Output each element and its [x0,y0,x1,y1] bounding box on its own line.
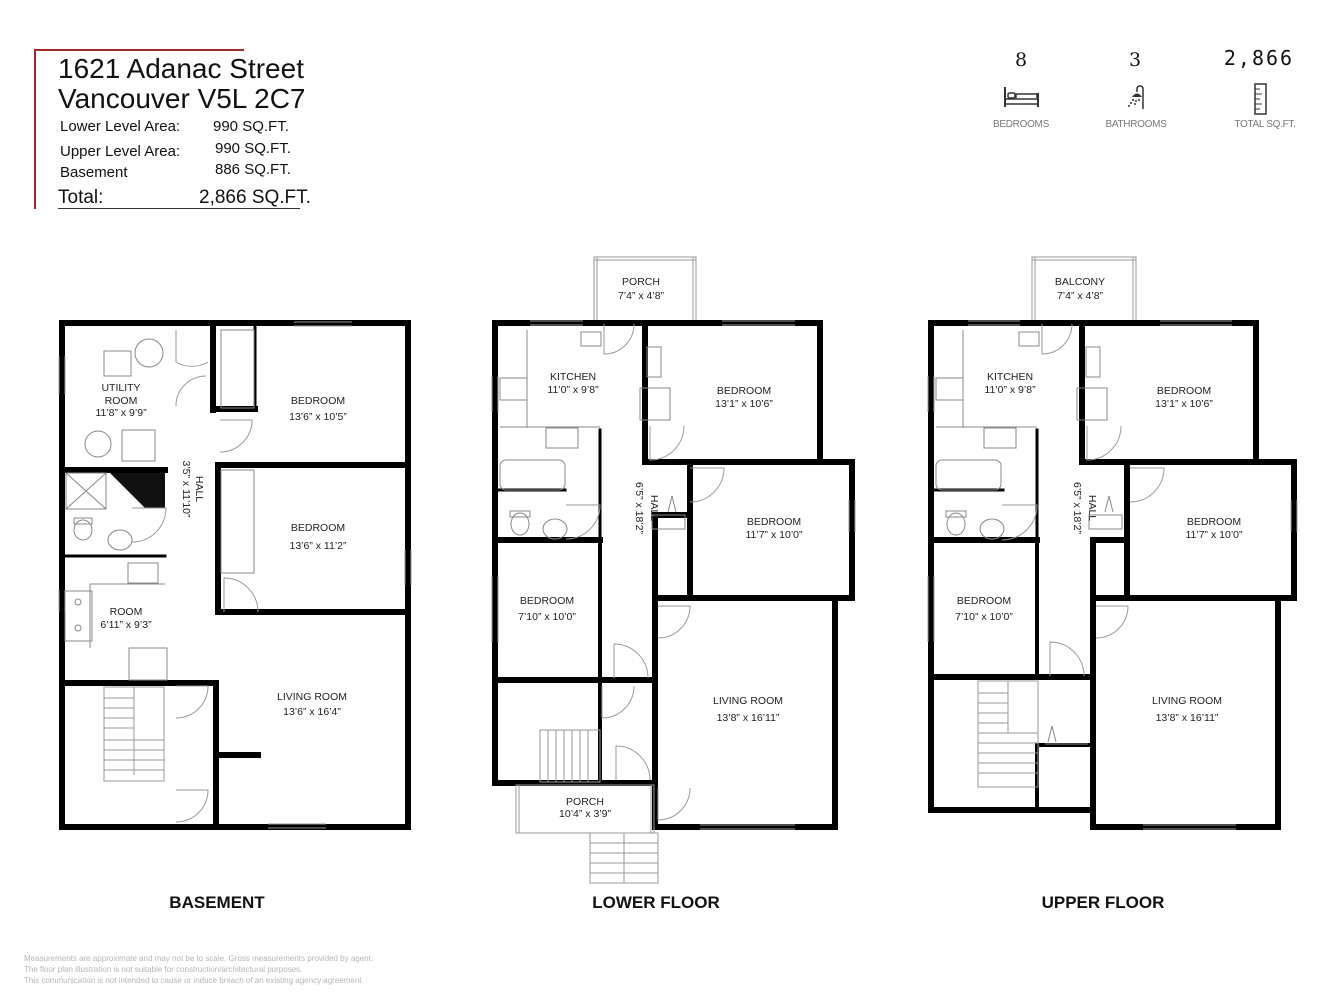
accent-bar-horizontal [34,49,244,51]
area-label-upper: Upper Level Area: [60,143,181,160]
upper-floor-title: UPPER FLOOR [1041,893,1165,912]
area-label-basement: Basement [60,164,128,181]
upper-doors [1001,323,1165,677]
ruler-icon [1254,83,1267,115]
utility-tank [134,338,164,368]
upper-balcony [1031,256,1137,323]
shower-stall [65,472,107,510]
basement-walls [59,320,411,830]
basement-title: BASEMENT [169,893,265,912]
lower-windows [491,320,856,830]
basement-windows [58,321,412,829]
lower-doors [565,323,725,821]
area-value-upper: 990 SQ.FT. [215,140,291,157]
address-line-2: Vancouver V5L 2C7 [58,83,306,114]
bedrooms-count: 8 [1014,49,1028,71]
upper-bathtub [935,459,1002,491]
total-underline [58,208,300,209]
total-sqft-label: TOTAL SQ.FT. [1234,119,1296,130]
lower-floor-title: LOWER FLOOR [592,893,720,912]
basement-stairs [103,686,165,782]
bed-icon [1004,87,1039,107]
lower-stairs [539,729,601,783]
bathrooms-label: BATHROOMS [1105,119,1167,130]
upper-stairs [977,680,1039,788]
shower-icon [1128,85,1144,109]
accent-bar-vertical [34,49,36,209]
lower-bathtub [499,459,566,491]
basement-stove [127,562,159,584]
lower-porch-top [593,256,697,323]
lower-porch-bottom [515,784,659,884]
area-label-lower: Lower Level Area: [60,118,181,135]
upper-walls [928,320,1297,830]
water-heater [103,350,132,377]
area-value-lower: 990 SQ.FT. [213,118,289,135]
disclaimer-line-3: This communication is not intended to ca… [24,976,362,985]
total-label: Total: [58,187,104,208]
upper-windows [927,320,1298,830]
area-value-basement: 886 SQ.FT. [215,161,291,178]
basement-sink [107,529,133,551]
disclaimer-line-1: Measurements are approximate and may not… [24,954,374,963]
total-sqft-count: 2,866 [1223,46,1295,70]
bathrooms-count: 3 [1128,49,1142,71]
disclaimer-line-2: The floor plan illustration is not suita… [24,965,303,974]
chimney-block [110,473,165,508]
total-value: 2,866 SQ.FT. [199,187,311,208]
basement-doors [131,330,259,823]
basement-laundry-sink [64,590,93,642]
bedrooms-label: BEDROOMS [993,119,1049,130]
basement-toilet [73,519,93,541]
lower-walls [492,320,855,830]
address-line-1: 1621 Adanac Street [58,53,304,84]
